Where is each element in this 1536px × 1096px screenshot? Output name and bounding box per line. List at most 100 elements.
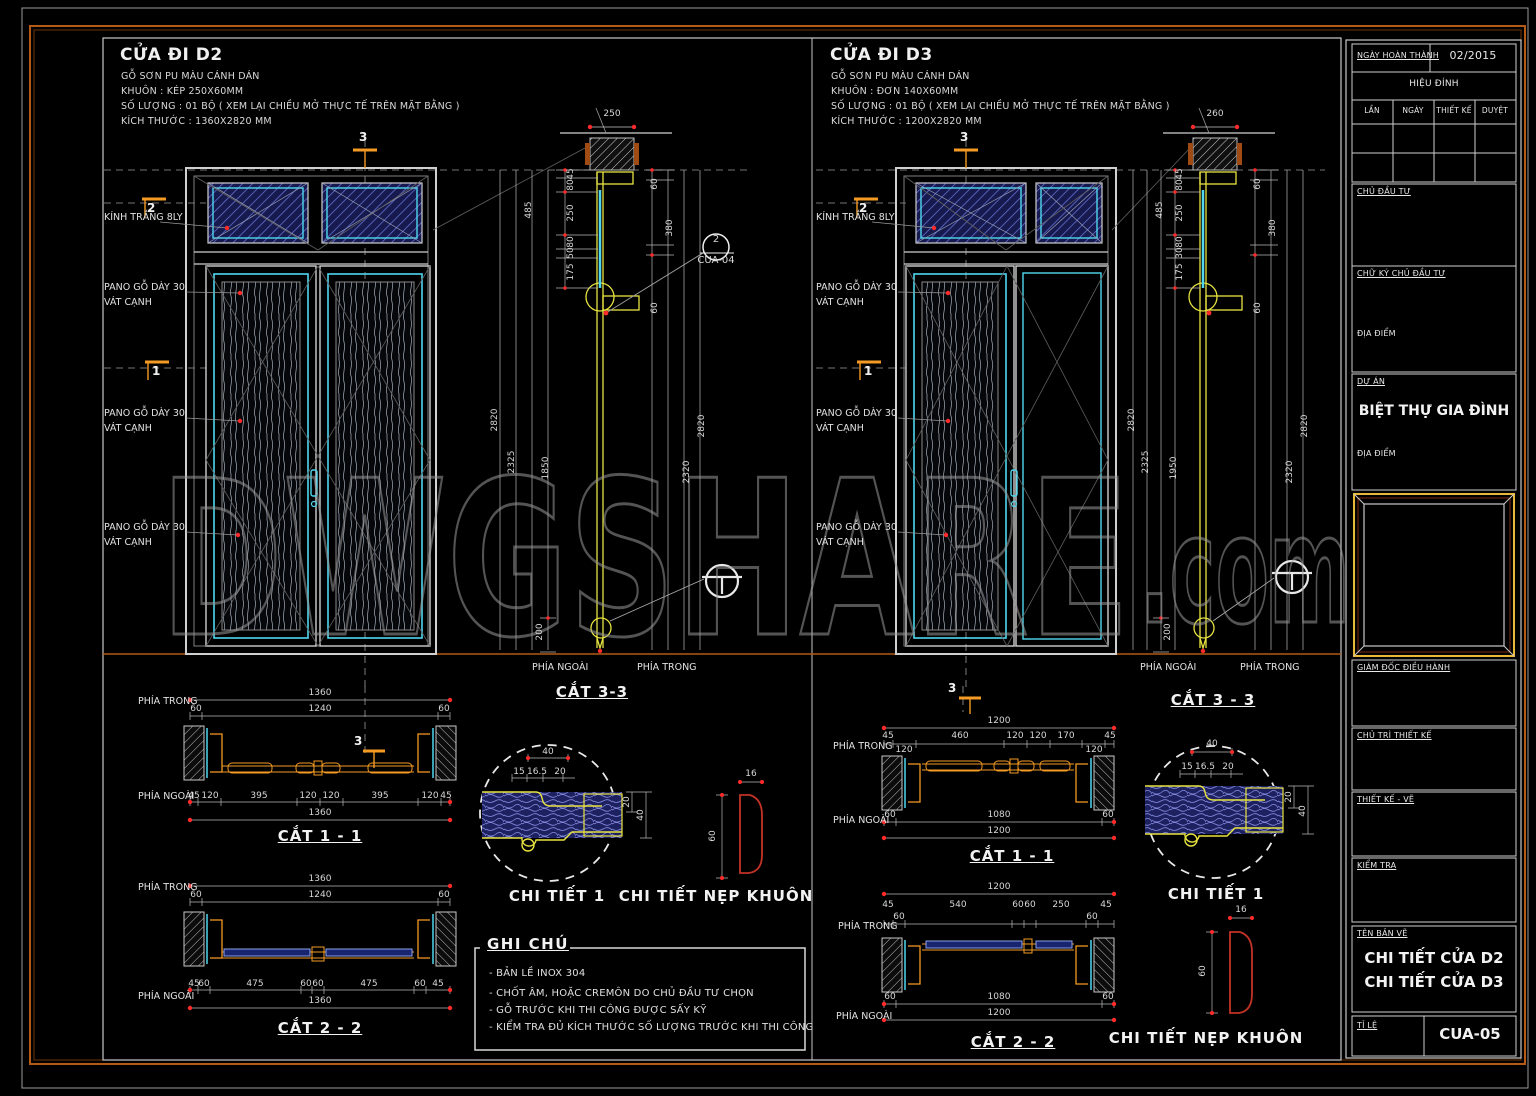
dim: 60 [1253,302,1264,314]
axis-symbol-d3 [1272,559,1312,595]
d2-spec: KÍCH THƯỚC : 1360X2820 MM [121,116,272,127]
section-title: CẮT 2 - 2 [277,1019,363,1037]
side-label: PHÍA NGOÀI [836,1011,893,1022]
d2-title: CỬA ĐI D2 [120,45,223,65]
dim: 175 [1175,263,1186,281]
tb-director: GIÁM ĐỐC ĐIỀU HÀNH [1357,663,1451,672]
svg-text:.com: .com [1140,484,1350,658]
dim: 1240 [308,704,332,714]
dim: 45 [882,900,894,910]
side-label: PHÍA TRONG [1240,662,1300,673]
dim: 16.5 [526,767,548,777]
dim: 1200 [987,826,1011,836]
dim: 1360 [308,688,332,698]
dim: 1360 [308,996,332,1006]
dim: 120 [421,791,439,801]
dim: 485 [524,201,535,219]
plan-d3-cut11 [881,727,1115,839]
marker-1: 1 [152,364,161,378]
tb-project: BIỆT THỰ GIA ĐÌNH [1358,403,1510,419]
tb-date-label: NGÀY HOÀN THÀNH [1357,51,1440,60]
dim: 60 [650,302,661,314]
svg-text:DWGSHARE: DWGSHARE [160,434,1130,685]
dim: 60 [1253,178,1264,190]
dim: 175 [566,263,577,281]
dim: 1360 [308,874,332,884]
label-bevel: VÁT CẠNH [816,297,864,308]
label-bevel: VÁT CẠNH [104,297,152,308]
dim: 60 [198,979,210,989]
dim: 2820 [1300,414,1311,438]
dim: 170 [1057,731,1075,741]
plan-d2-cut22 [183,885,457,1009]
dim: 60 [312,979,324,989]
dim: 80 [1175,236,1186,248]
dim: 45 [188,979,200,989]
marker-1: 1 [864,364,873,378]
red-ticks [187,124,1257,1023]
dim: 45 [882,731,894,741]
dim: 60 [190,890,202,900]
tb-scale-label: TỈ LỆ [1357,1021,1378,1030]
label-glass: KÍNH TRẮNG 8LY [104,212,183,223]
side-label: PHÍA NGOÀI [532,662,589,673]
d3-spec: KÍCH THƯỚC : 1200X2820 MM [831,116,982,127]
dim: 1080 [987,992,1011,1002]
tb-project-label: DỰ ÁN [1357,377,1386,386]
dim: 60 [1024,900,1036,910]
dim: 40 [1298,805,1309,817]
d3-spec: GỖ SƠN PU MÀU CÁNH DÁN [831,71,970,82]
label-pano: PANO GỖ DÀY 30 [104,282,185,293]
dim: 120 [895,745,913,755]
side-label: PHÍA TRONG [637,662,697,673]
tb-drawing-name: CHI TIẾT CỬA D3 [1364,973,1504,991]
dim: 1200 [987,882,1011,892]
side-label: PHÍA NGOÀI [138,991,195,1002]
label-pano: PANO GỖ DÀY 30 [816,408,897,419]
side-label: PHÍA TRONG [838,921,898,932]
section-title: CẮT 2 - 2 [970,1033,1056,1051]
section-title: CẮT 1 - 1 [969,847,1055,865]
door-d2-elevation [159,147,586,655]
side-label: PHÍA TRONG [138,696,198,707]
side-label: PHÍA NGOÀI [138,791,195,802]
dim: 80 [566,179,577,191]
dim: 2325 [1141,450,1152,474]
dim: 120 [322,791,340,801]
marker-3: 3 [948,681,957,695]
tb-col: NGÀY [1402,106,1424,115]
section-markers [142,148,981,768]
dim: 80 [1175,179,1186,191]
callout-number: 2 [712,234,720,245]
dim: 2820 [1127,408,1138,432]
tb-drawing-name: CHI TIẾT CỬA D2 [1364,949,1504,967]
dim: 80 [566,236,577,248]
dim: 1200 [987,1008,1011,1018]
d2-spec: KHUÔN : KÉP 250X60MM [121,86,244,97]
marker-2: 2 [147,201,156,215]
dim: 2320 [682,460,693,484]
dim: 260 [1206,109,1224,119]
dim: 40 [1206,739,1218,749]
dim: 250 [1175,204,1186,222]
tb-col: DUYỆT [1481,106,1509,115]
label-glass: KÍNH TRẮNG 8LY [816,212,895,223]
dim: 45 [1175,168,1186,180]
dim: 475 [246,979,264,989]
dim: 200 [535,623,546,641]
titleblock-logo-box [1353,493,1515,657]
side-label: PHÍA NGOÀI [833,815,890,826]
dim: 120 [1006,731,1024,741]
dim: 485 [1155,201,1166,219]
dim: 60 [438,704,450,714]
marker-3: 3 [960,130,969,144]
detail-d3 [1145,745,1314,879]
note-item: - CHỐT ÂM, HOẶC CREMÔN DO CHỦ ĐẦU TƯ CHỌ… [489,988,754,999]
dim: 60 [190,704,202,714]
detail-d2 [479,744,652,882]
dim: 60 [300,979,312,989]
dim: 45 [1100,900,1112,910]
tb-owner-sign: CHỮ KÝ CHỦ ĐẦU TƯ [1357,269,1446,278]
dim: 45 [1104,731,1116,741]
dim: 395 [371,791,389,801]
